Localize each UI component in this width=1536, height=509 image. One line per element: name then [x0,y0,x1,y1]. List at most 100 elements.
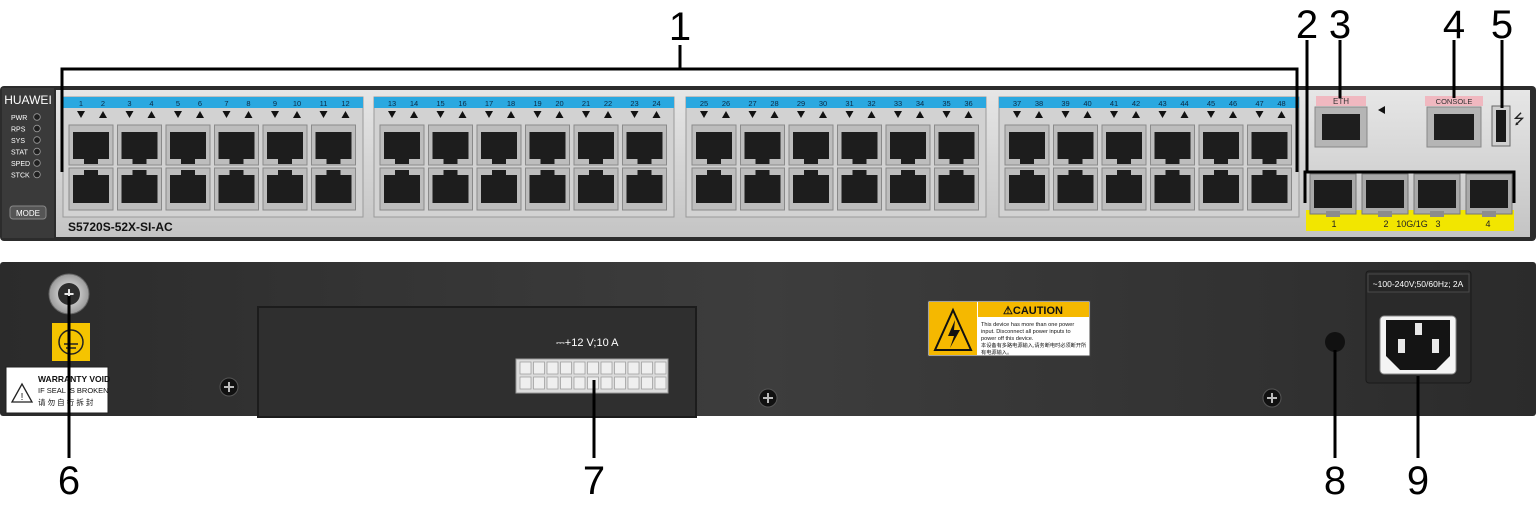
rj45-port-17[interactable] [476,124,522,166]
led-pwr-indicator [33,113,41,121]
rj45-port-18[interactable] [476,167,522,211]
dc-connector-pin [533,361,545,375]
rj45-port-12[interactable] [311,167,356,211]
rj45-port-45[interactable] [1198,124,1244,166]
rj45-port-5[interactable] [165,124,211,166]
rj45-port-11[interactable] [311,124,356,166]
sfp-speed-label: 10G/1G [1396,219,1428,229]
sfp-port-2[interactable] [1361,173,1409,217]
rj45-port-20[interactable] [525,167,570,211]
rj45-port-7[interactable] [214,124,259,166]
rj45-port-41[interactable] [1101,124,1147,166]
rj45-port-10[interactable] [262,167,308,211]
rj45-port-23[interactable] [622,124,667,166]
rj45-port-37[interactable] [1004,124,1050,166]
ac-power-inlet[interactable] [1379,315,1457,375]
rj45-port-34[interactable] [885,167,931,211]
up-arrow-icon [867,111,876,118]
callout-6: 6 [58,459,80,503]
rj45-port-36[interactable] [934,167,979,211]
power-cord-retainer-hole [1325,332,1345,352]
port-number: 23 [630,99,638,108]
dc-power-connector[interactable] [515,358,669,394]
rj45-port-16[interactable] [428,167,473,211]
mode-button[interactable] [9,205,47,220]
rj45-port-4[interactable] [117,167,162,211]
port-number: 21 [582,99,590,108]
port-number: 42 [1132,99,1140,108]
down-arrow-icon [845,111,854,118]
rj45-port-24[interactable] [622,167,667,211]
port-number: 22 [604,99,612,108]
port-number: 1 [79,99,83,108]
rj45-port-32[interactable] [837,167,882,211]
eth-label: ETH [1333,97,1349,106]
rj45-port-43[interactable] [1150,124,1195,166]
rj45-port-46[interactable] [1198,167,1244,211]
sfp-port-3[interactable] [1413,173,1461,217]
rj45-port-28[interactable] [740,167,785,211]
sfp-port-4[interactable] [1465,173,1513,217]
rj45-port-31[interactable] [837,124,882,166]
rj45-port-48[interactable] [1247,167,1292,211]
led-label-pwr: PWR [11,115,27,122]
rj45-port-29[interactable] [788,124,834,166]
led-sped-indicator [33,159,41,167]
port-number: 45 [1207,99,1215,108]
rj45-port-42[interactable] [1101,167,1147,211]
caution-line-2: input. Disconnect all power inputs to [981,329,1071,335]
rj45-port-25[interactable] [691,124,737,166]
dc-connector-pin [614,361,626,375]
rj45-port-35[interactable] [934,124,979,166]
port-number: 19 [533,99,541,108]
eth-port[interactable] [1314,106,1368,148]
rj45-port-27[interactable] [740,124,785,166]
down-arrow-icon [700,111,708,118]
dc-connector-pin [654,361,667,375]
rj45-port-38[interactable] [1004,167,1050,211]
rj45-port-21[interactable] [573,124,619,166]
down-arrow-icon [485,111,493,118]
console-port[interactable] [1426,106,1482,148]
rj45-port-15[interactable] [428,124,473,166]
rj45-port-14[interactable] [379,167,425,211]
sfp-port-1[interactable] [1309,173,1357,217]
console-label-bg [1425,96,1483,106]
rj45-port-40[interactable] [1053,167,1098,211]
down-arrow-icon [271,111,279,118]
rj45-port-6[interactable] [165,167,211,211]
sfp-label-1: 1 [1331,219,1336,229]
callout-numbers: 1 2 3 4 5 6 7 8 9 [58,3,1513,503]
rj45-port-30[interactable] [788,167,834,211]
port-number: 24 [652,99,660,108]
rj45-port-13[interactable] [379,124,425,166]
sfp-label-4: 4 [1485,219,1490,229]
rj45-port-9[interactable] [262,124,308,166]
dc-connector-pin [546,361,559,375]
rj45-port-39[interactable] [1053,124,1098,166]
dc-connector-pin [546,376,559,390]
model-name: S5720S-52X-SI-AC [68,220,173,234]
rj45-port-3[interactable] [117,124,162,166]
rj45-port-33[interactable] [885,124,931,166]
led-label-stat: STAT [11,150,29,157]
rj45-port-26[interactable] [691,167,737,211]
rj45-port-2[interactable] [68,167,114,211]
rj45-port-19[interactable] [525,124,570,166]
rj45-port-44[interactable] [1150,167,1195,211]
console-label: CONSOLE [1436,97,1473,106]
rj45-port-22[interactable] [573,167,619,211]
port-number-strip [999,97,1299,108]
rj45-port-1[interactable] [68,124,114,166]
rj45-port-8[interactable] [214,167,259,211]
down-arrow-icon [1110,111,1118,118]
ground-symbol-icon [58,329,84,355]
rj45-port-47[interactable] [1247,124,1292,166]
led-stat-indicator [33,147,41,156]
usb-port[interactable] [1491,105,1511,147]
port-number: 2 [101,99,105,108]
mode-button-label: MODE [16,209,40,218]
